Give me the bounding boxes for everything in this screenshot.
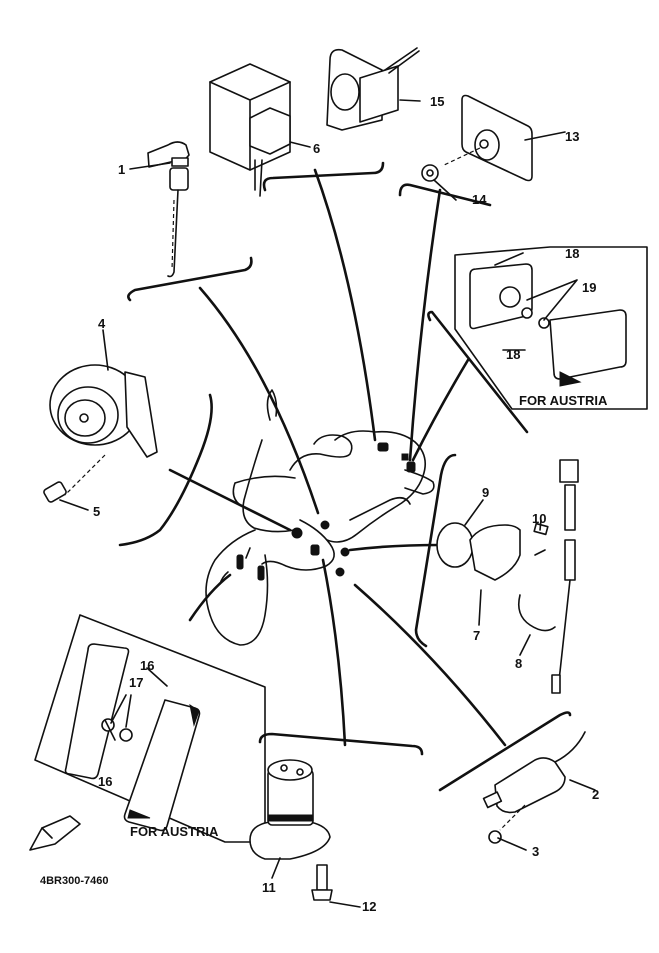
callout-10: 10 [532, 511, 546, 526]
callout-15: 15 [430, 94, 444, 109]
callout-2: 2 [592, 787, 599, 802]
callout-5: 5 [93, 504, 100, 519]
callout-3: 3 [532, 844, 539, 859]
callout-16-top: 16 [140, 658, 154, 673]
part-oil-level-switch [249, 759, 333, 901]
grouping-brackets [118, 161, 572, 792]
front-direction-arrow-icon [29, 815, 81, 851]
part-horn [43, 364, 158, 503]
callout-14: 14 [472, 192, 487, 207]
callout-12: 12 [362, 899, 376, 914]
callout-17: 17 [129, 675, 143, 690]
inset-box-austria-rear [34, 614, 266, 843]
callout-18-top: 18 [565, 246, 579, 261]
part-fuse-holder [147, 141, 190, 278]
callout-1: 1 [118, 162, 125, 177]
part-neutral-switch-group [436, 459, 579, 694]
part-flasher-relay [326, 47, 420, 131]
callout-11: 11 [262, 880, 276, 895]
callout-4: 4 [98, 316, 106, 331]
callout-8: 8 [515, 656, 522, 671]
callout-6: 6 [313, 141, 320, 156]
drawing-code: 4BR300-7460 [40, 875, 109, 887]
callout-19: 19 [582, 280, 596, 295]
callout-7: 7 [473, 628, 480, 643]
callout-16-bottom: 16 [98, 774, 112, 789]
motorcycle-frame-outline [205, 389, 435, 646]
part-starter-relay [482, 731, 586, 844]
inset-label-austria-rear: FOR AUSTRIA [130, 824, 219, 839]
callout-13: 13 [565, 129, 579, 144]
callout-9: 9 [482, 485, 489, 500]
part-reflector-13 [421, 94, 533, 182]
callout-leaders [59, 99, 596, 908]
callout-18-bottom: 18 [506, 347, 520, 362]
inset-box-austria-front [454, 246, 648, 410]
part-relay [209, 63, 291, 197]
inset-label-austria-front: FOR AUSTRIA [519, 393, 608, 408]
callout-labels: 1 2 3 4 5 6 7 8 9 10 11 12 13 14 15 16 1… [93, 94, 599, 914]
